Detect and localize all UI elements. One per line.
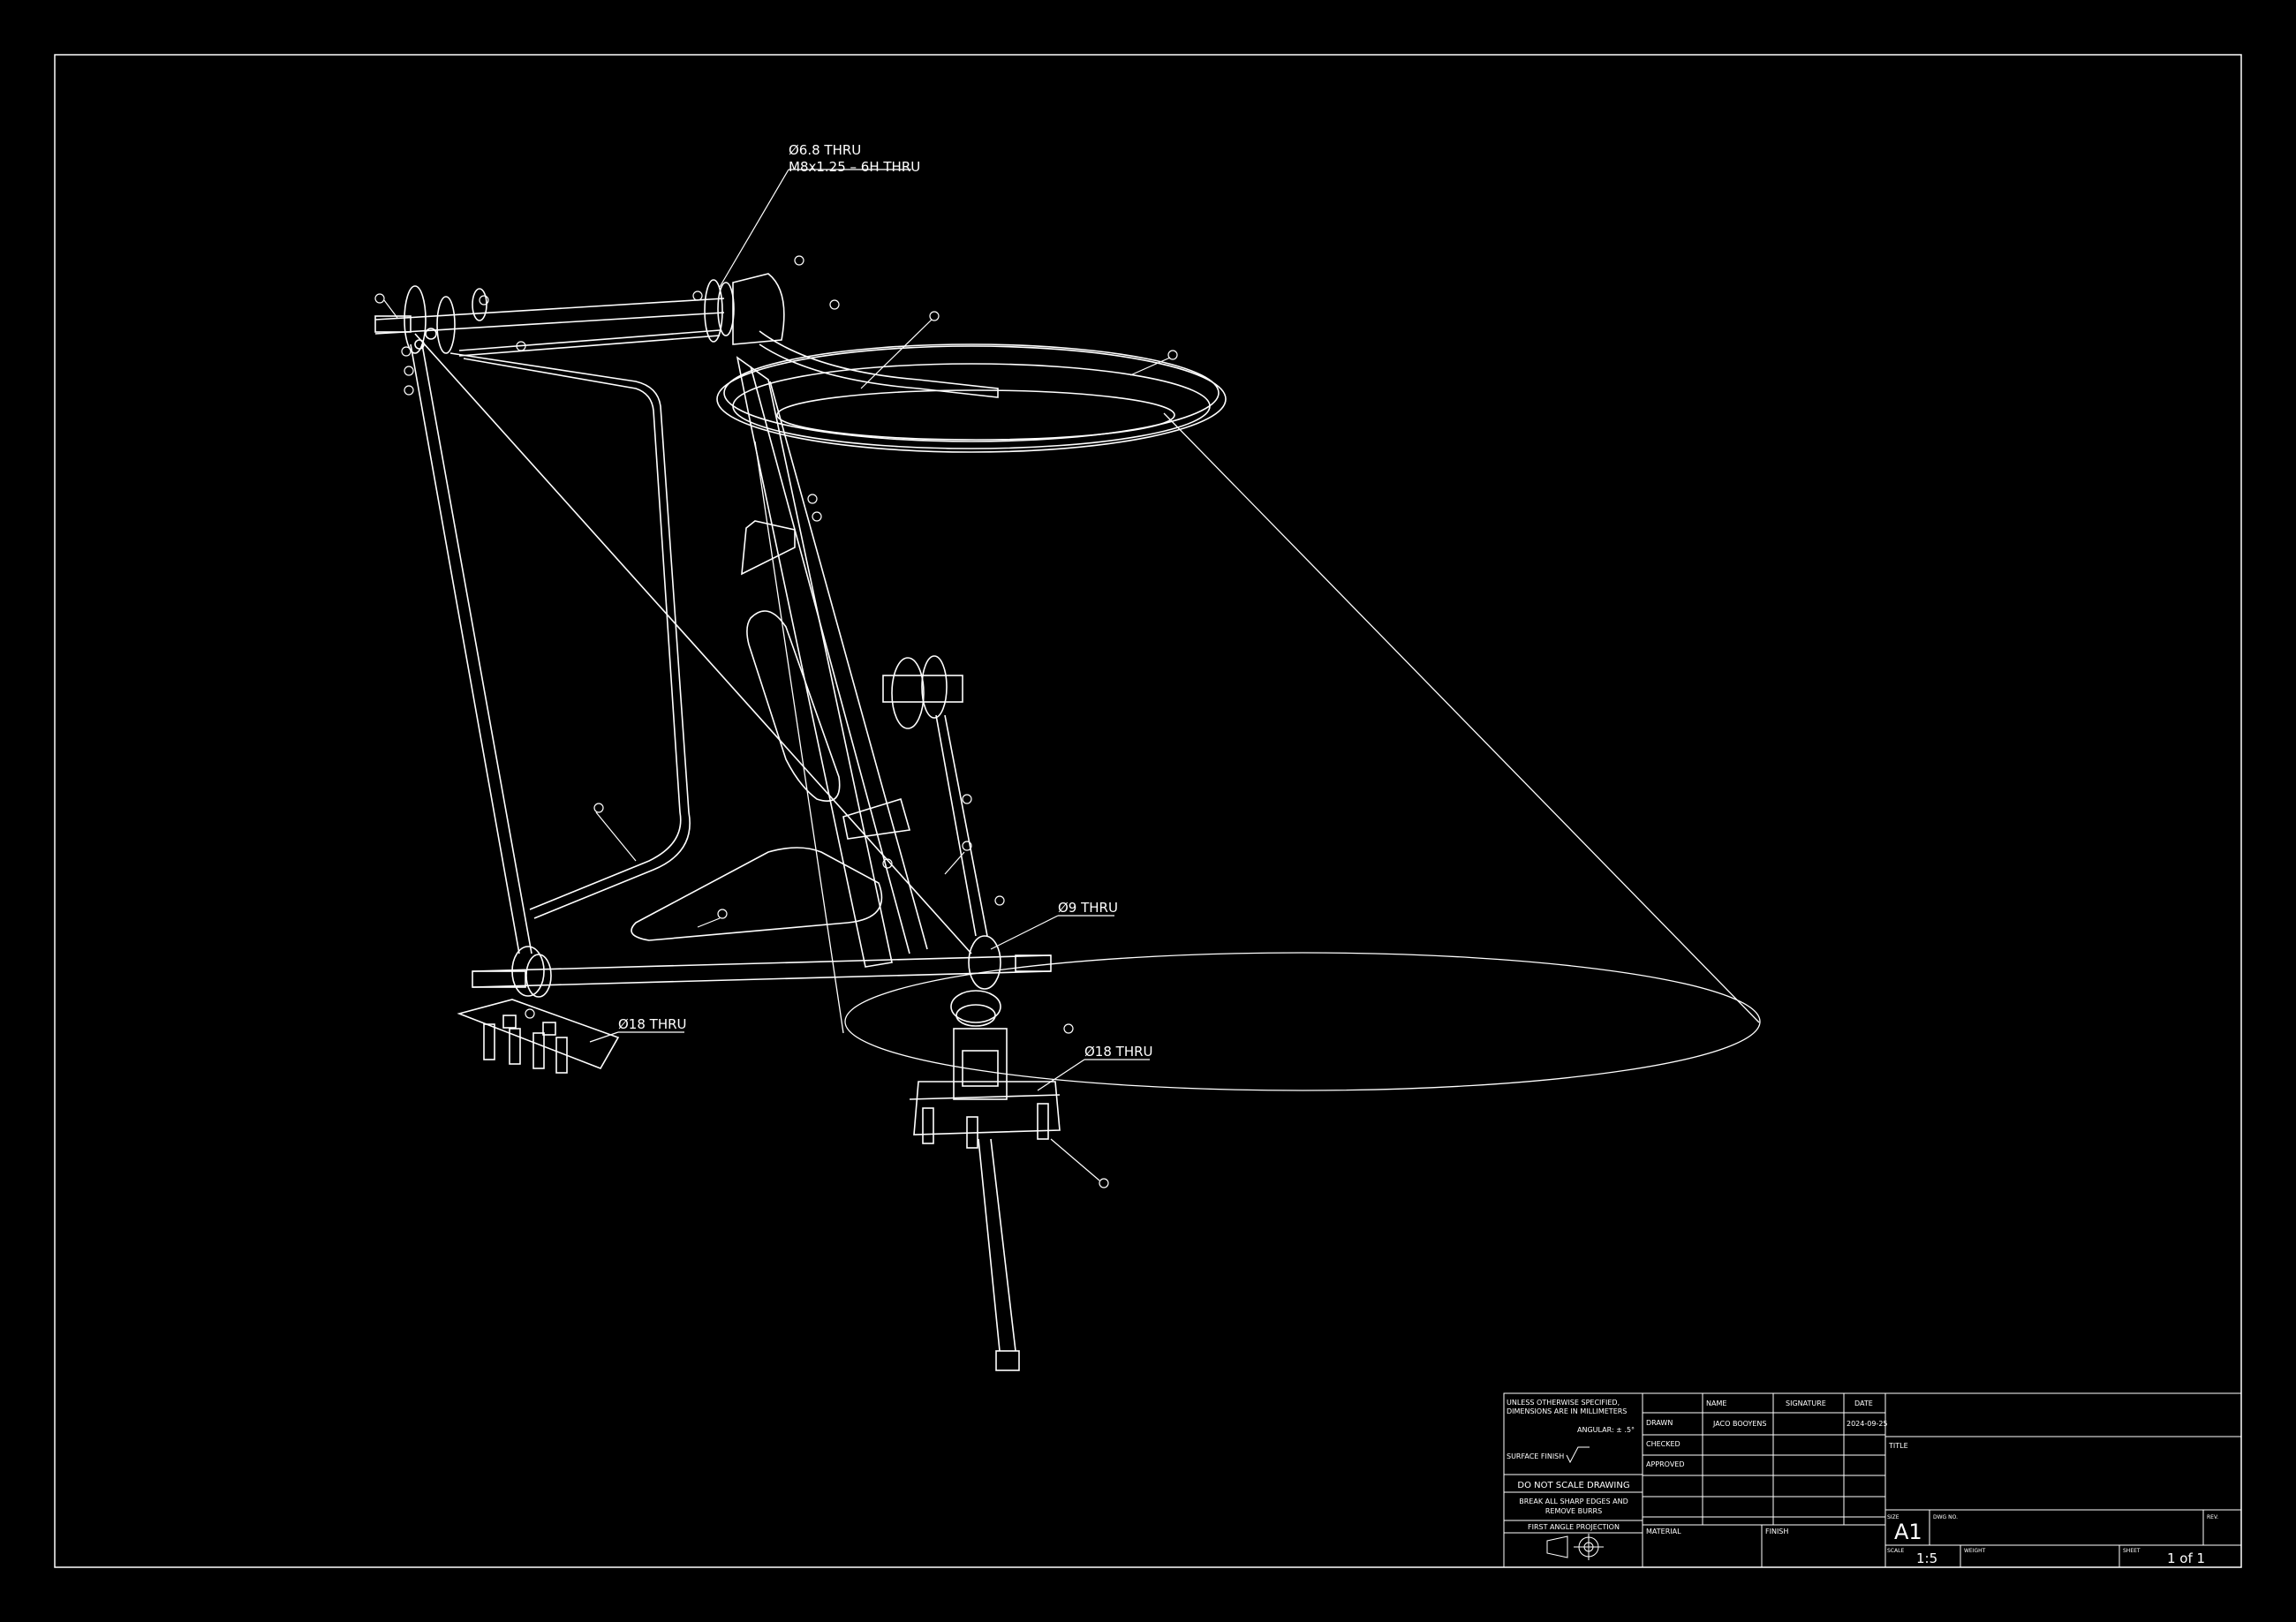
surface-finish-symbol — [1566, 1446, 1590, 1464]
balloon-markers — [374, 255, 1178, 1188]
tb-col-signature: SIGNATURE — [1786, 1399, 1826, 1407]
mid-pulley — [882, 655, 988, 937]
left-foot — [457, 946, 620, 1074]
right-foot — [909, 935, 1061, 1371]
tb-drawn-name: JACO BOOYENS — [1712, 1420, 1766, 1428]
tb-row-approved: APPROVED — [1646, 1460, 1685, 1468]
assembly-view — [374, 169, 1761, 1371]
top-ring — [716, 330, 1227, 453]
tb-projection: FIRST ANGLE PROJECTION — [1528, 1523, 1620, 1531]
tb-angular: ANGULAR: ± .5° — [1577, 1426, 1635, 1434]
leader-lines — [589, 169, 1150, 1091]
callout-top-hole-2: M8x1.25 – 6H THRU — [789, 159, 920, 175]
tb-size-label: SIZE — [1887, 1514, 1899, 1520]
projection-symbol — [1546, 1535, 1568, 1558]
callout-top-hole-1: Ø6.8 THRU — [789, 142, 861, 158]
tb-do-not-scale: DO NOT SCALE DRAWING — [1517, 1481, 1629, 1490]
tb-row-checked: CHECKED — [1646, 1440, 1680, 1448]
top-left-hub — [374, 285, 487, 354]
callout-right-hole: Ø9 THRU — [1058, 900, 1118, 916]
cone — [754, 412, 1761, 1091]
tb-sheet-value: 1 of 1 — [2167, 1550, 2205, 1566]
tb-weight: WEIGHT — [1964, 1548, 1986, 1554]
tb-size-value: A1 — [1894, 1520, 1922, 1544]
tb-row-drawn: DRAWN — [1646, 1419, 1673, 1427]
tb-drawn-date: 2024-09-25 — [1847, 1420, 1888, 1428]
tb-col-name: NAME — [1706, 1399, 1726, 1407]
top-right-hub — [704, 273, 785, 345]
tb-finish: FINISH — [1765, 1528, 1788, 1535]
tb-material: MATERIAL — [1646, 1528, 1681, 1535]
bent-frame — [449, 352, 691, 919]
tb-notes-1: UNLESS OTHERWISE SPECIFIED, — [1507, 1399, 1620, 1407]
tb-break-edges-2: REMOVE BURRS — [1545, 1507, 1602, 1515]
tb-surface-finish: SURFACE FINISH — [1507, 1452, 1564, 1460]
tb-col-date: DATE — [1854, 1399, 1873, 1407]
tb-title-label: TITLE — [1888, 1442, 1908, 1450]
top-tube — [374, 298, 725, 357]
tb-rev: REV. — [2207, 1514, 2218, 1520]
bottom-tube — [472, 954, 1052, 988]
tb-scale-value: 1:5 — [1916, 1550, 1937, 1566]
tb-scale-label: SCALE — [1887, 1548, 1904, 1554]
central-plate — [631, 356, 928, 968]
left-strut — [410, 343, 532, 954]
tb-sheet-label: SHEET — [2123, 1548, 2141, 1554]
title-block: UNLESS OTHERWISE SPECIFIED, DIMENSIONS A… — [1503, 1392, 2242, 1568]
tb-break-edges-1: BREAK ALL SHARP EDGES AND — [1519, 1498, 1628, 1505]
callout-left-foot-hole: Ø18 THRU — [618, 1016, 687, 1032]
sheet-border — [54, 54, 2242, 1568]
callout-right-foot-hole: Ø18 THRU — [1084, 1044, 1153, 1060]
tb-dwg-no: DWG NO. — [1933, 1514, 1958, 1520]
tb-notes-2: DIMENSIONS ARE IN MILLIMETERS — [1507, 1407, 1627, 1415]
diagonal-strut — [414, 333, 972, 954]
